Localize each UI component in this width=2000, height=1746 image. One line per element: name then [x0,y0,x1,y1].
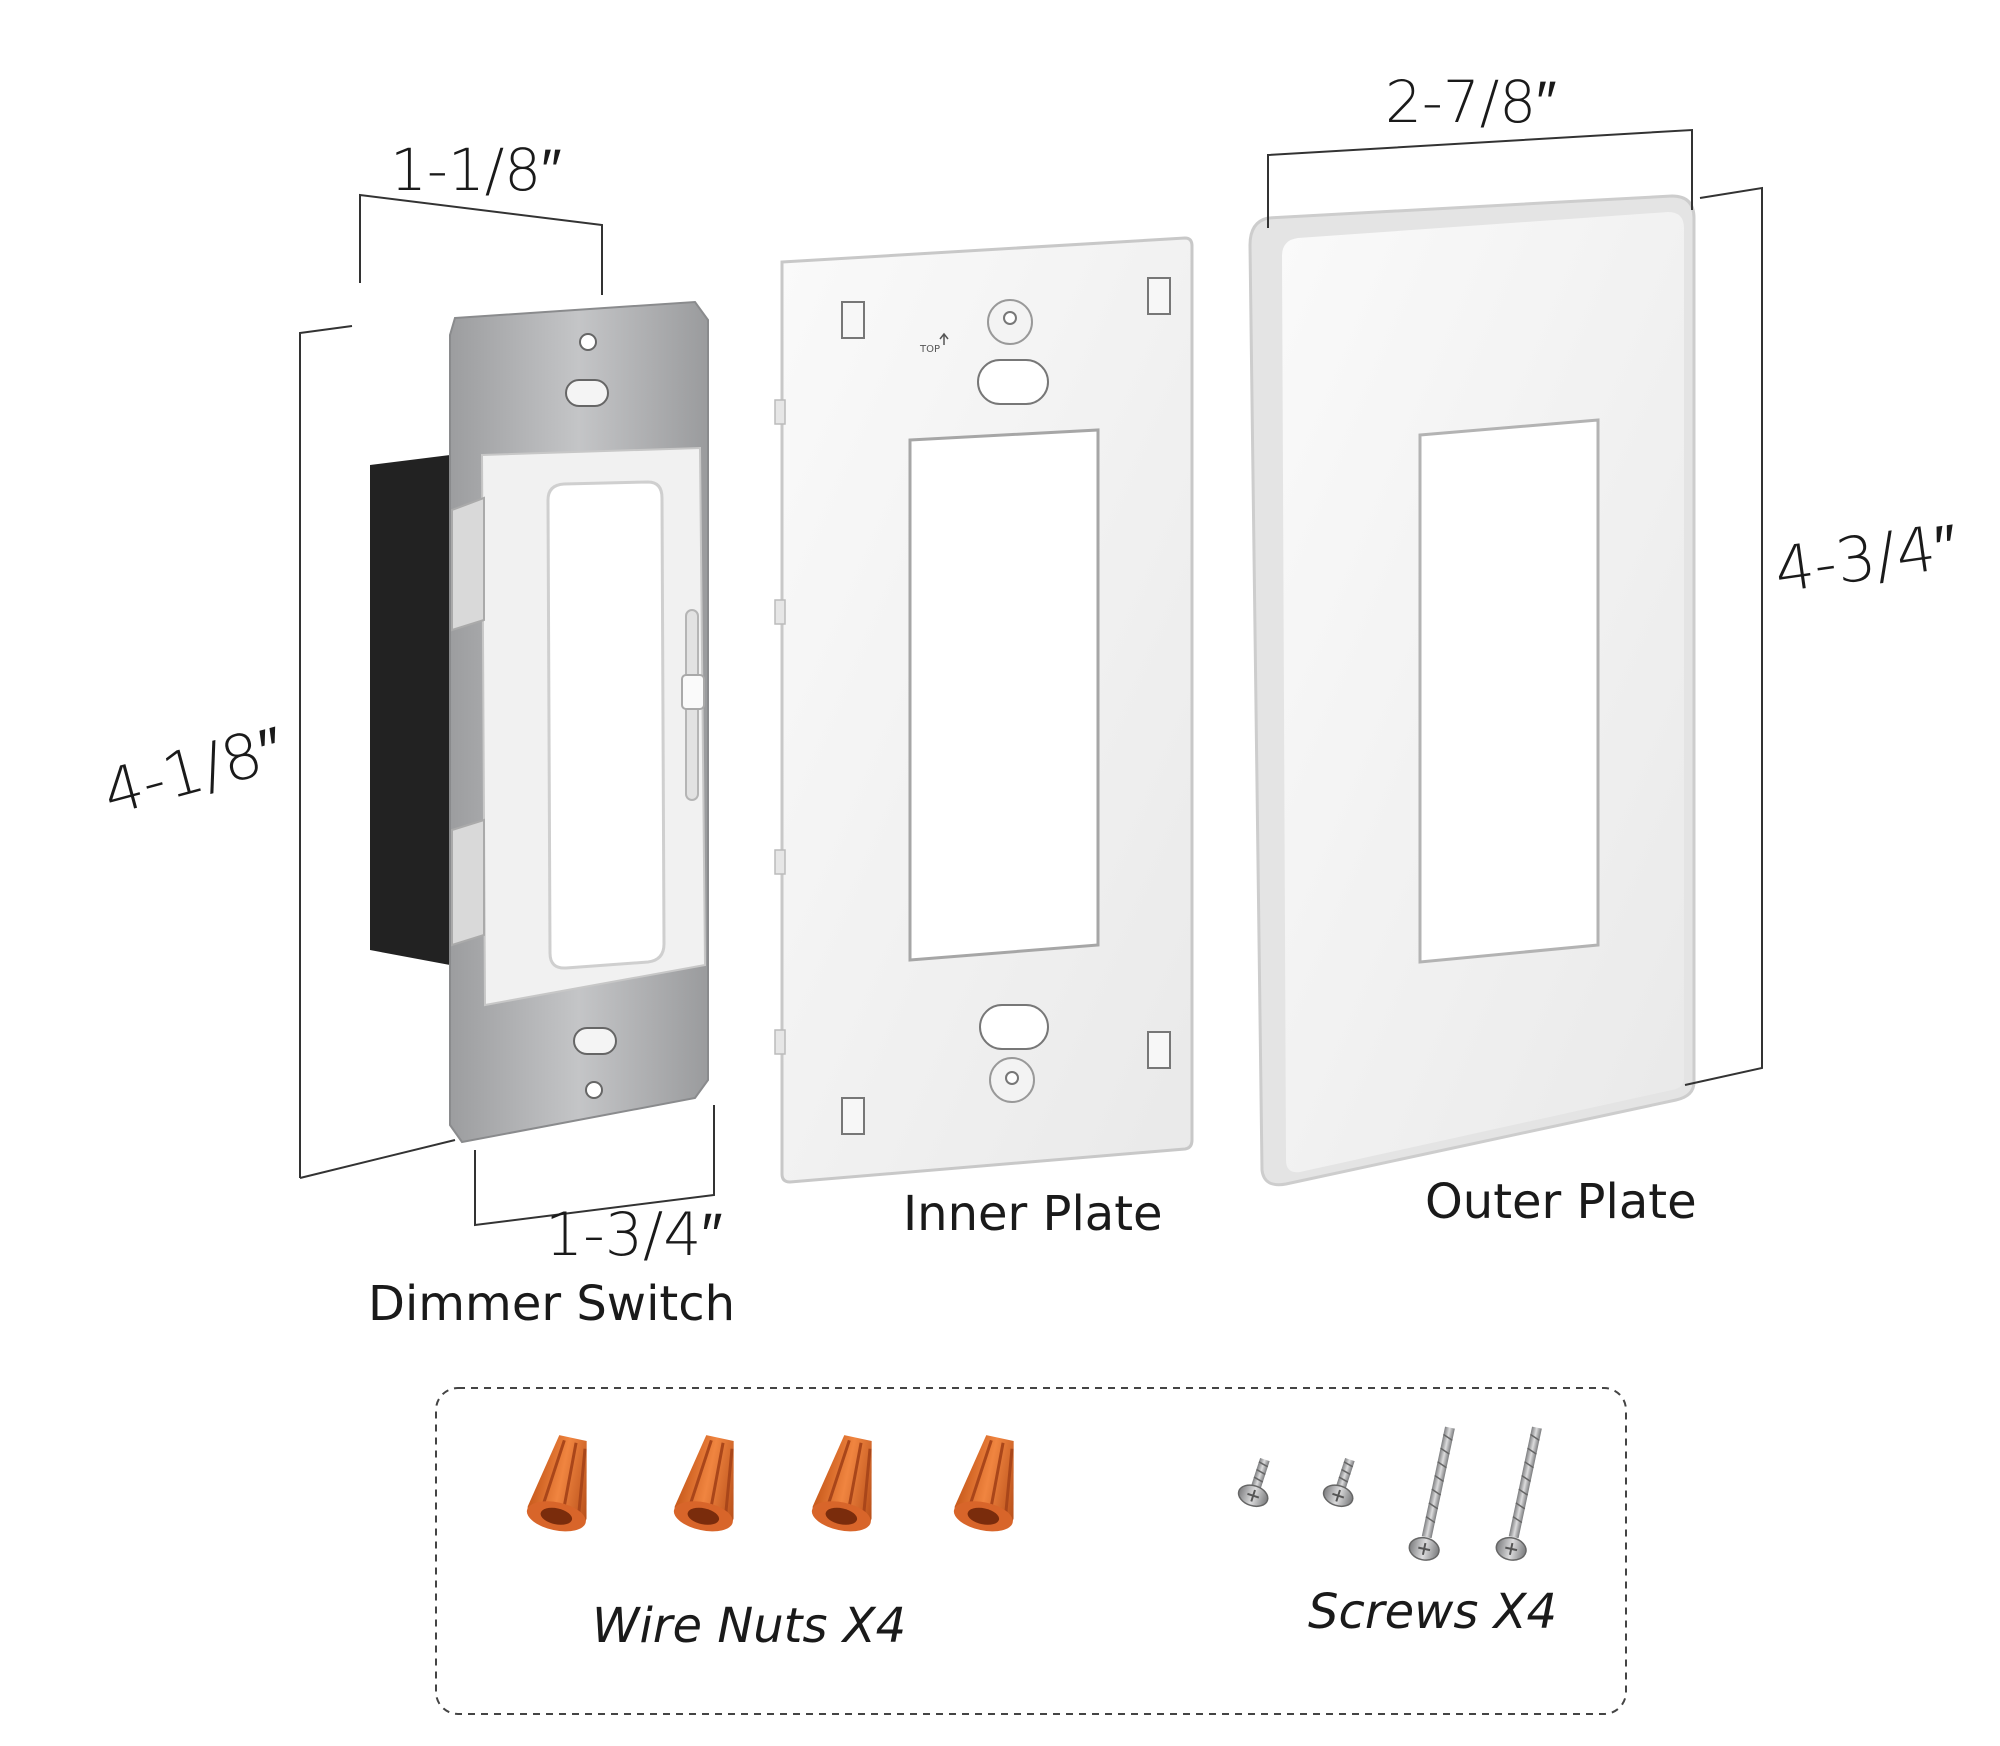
accessories-box [435,1387,1627,1715]
strap-hole-bottom [585,1081,603,1099]
inner-plate: TOP [774,236,1194,1184]
plate-height-label: 4-3/4″ [1770,509,1962,607]
plate-width-label: 2-7/8″ [1385,68,1557,136]
switch-height-label: 4-1/8″ [95,711,291,829]
switch-width-label: 1-1/8″ [390,136,562,204]
strap-slot-bottom [573,1027,617,1055]
short-screw-icon [1237,1458,1270,1508]
wire-nuts-label: Wire Nuts X4 [592,1598,906,1654]
strap-hole-top [579,333,597,351]
wire-nut-icon [811,1435,872,1532]
long-screw-icon [1408,1426,1455,1561]
up-arrow-icon [939,332,949,345]
switch-dimension-lines [299,193,715,1227]
dimmer-switch-label: Dimmer Switch [368,1276,735,1332]
wire-nut-icon [526,1435,587,1532]
wire-nuts-group [526,1435,1014,1532]
inner-slot-bottom [979,1004,1049,1050]
inner-screw-hole-bottom [1005,1071,1019,1085]
dimmer-slider-handle[interactable] [681,674,705,710]
strap-slot-top [565,379,609,407]
inner-plate-opening [908,428,1100,962]
outer-plate [1248,194,1696,1187]
screws-label: Screws X4 [1308,1584,1557,1640]
side-tab-bottom [451,818,485,947]
side-tab-top [451,496,485,632]
top-marker-label: TOP [919,344,940,355]
dimmer-switch [370,300,709,1144]
wire-nut-icon [953,1435,1014,1532]
screws-group [1237,1426,1542,1561]
rocker-paddle[interactable] [546,480,666,970]
wire-nut-icon [673,1435,734,1532]
long-screw-icon [1495,1426,1542,1561]
short-screw-icon [1322,1458,1355,1508]
inner-slot-top [977,359,1049,405]
outer-dimension-lines [1267,128,1763,1086]
switch-depth-label: 1-3/4″ [545,1200,723,1270]
outer-plate-label: Outer Plate [1425,1174,1697,1230]
switch-back-box [370,455,450,965]
outer-plate-opening [1418,418,1600,964]
inner-screw-hole-top [1003,311,1017,325]
inner-plate-label: Inner Plate [903,1186,1163,1242]
